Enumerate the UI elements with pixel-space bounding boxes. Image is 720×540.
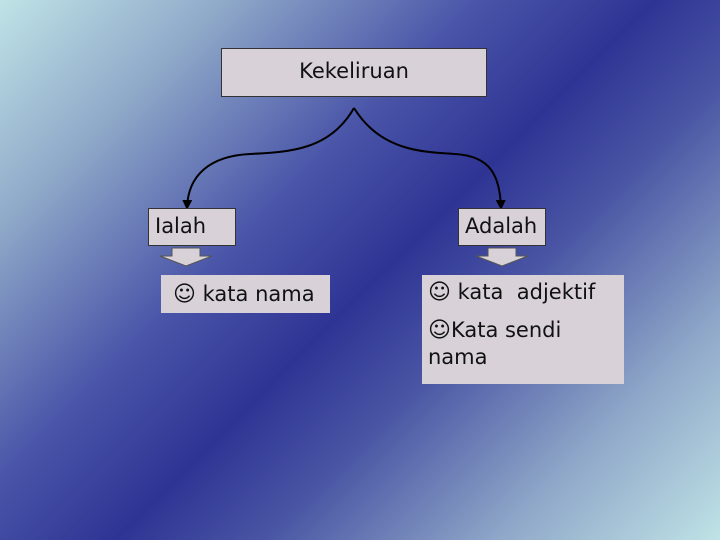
list-item: ☺ kata adjektif — [428, 280, 624, 306]
smiley-icon: ☺ — [428, 280, 451, 305]
arrow-to-adalah — [353, 107, 506, 210]
list-item: ☺ kata nama — [173, 282, 330, 308]
smiley-icon: ☺ — [173, 282, 196, 307]
item-text: Kata sendi — [450, 318, 562, 343]
block-arrow-left — [159, 247, 213, 267]
item-text: kata adjektif — [457, 280, 596, 304]
item-text: kata nama — [202, 282, 315, 306]
adalah-content-box: ☺ kata adjektif ☺Kata sendi nama — [422, 275, 624, 384]
list-item-continuation: nama — [428, 345, 624, 370]
ialah-content-box: ☺ kata nama — [161, 275, 330, 313]
block-arrow-right — [475, 247, 529, 267]
arrow-to-ialah — [182, 107, 355, 210]
ialah-node: Ialah — [148, 208, 236, 246]
ialah-label: Ialah — [155, 214, 207, 238]
root-node: Kekeliruan — [221, 48, 487, 97]
list-item: ☺Kata sendi — [428, 318, 624, 344]
adalah-label: Adalah — [465, 214, 538, 238]
item-text: nama — [428, 344, 488, 369]
smiley-icon: ☺ — [428, 318, 451, 344]
adalah-node: Adalah — [458, 208, 546, 246]
root-label: Kekeliruan — [299, 59, 409, 83]
